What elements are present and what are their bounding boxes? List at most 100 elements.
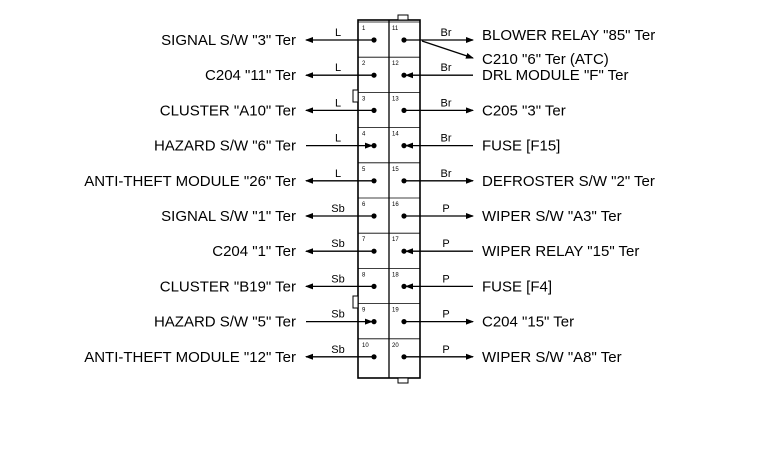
wire-color-code: L: [335, 27, 341, 39]
pin-number: 5: [362, 167, 366, 173]
destination-c204-15-ter: C204 "15" Ter: [482, 314, 574, 331]
destination-hazard-s-w-6-ter: HAZARD S/W "6" Ter: [154, 138, 296, 155]
pin-number: 14: [392, 132, 399, 138]
pin-number: 16: [392, 202, 399, 208]
wire-color-code: Br: [441, 97, 452, 109]
left-row-pin-7: 7 Sb C204 "1" Ter: [212, 232, 389, 260]
left-row-pin-8: 8 Sb CLUSTER "B19" Ter: [160, 267, 389, 295]
terminal-dot: [401, 37, 407, 43]
wire-color-code: Br: [441, 168, 452, 180]
terminal-dot: [371, 248, 377, 254]
terminal-dot: [371, 143, 377, 149]
destination-blower-relay-85-ter: BLOWER RELAY "85" Ter: [482, 27, 655, 44]
terminal-dot: [401, 143, 407, 149]
pin-number: 8: [362, 272, 366, 278]
pin-number: 2: [362, 61, 366, 67]
terminal-dot: [401, 72, 407, 78]
destination-wiper-relay-15-ter: WIPER RELAY "15" Ter: [482, 243, 639, 260]
wire-color-code: Sb: [331, 344, 344, 356]
destination-cluster-a10-ter: CLUSTER "A10" Ter: [160, 102, 296, 119]
terminal-dot: [401, 319, 407, 325]
pin-number: 10: [362, 343, 369, 349]
right-row-pin-15: 15 Br DEFROSTER S/W "2" Ter: [389, 162, 655, 190]
terminal-dot: [401, 354, 407, 360]
destination-signal-s-w-3-ter: SIGNAL S/W "3" Ter: [161, 32, 296, 49]
pin-number: 6: [362, 202, 366, 208]
left-row-pin-3: 3 L CLUSTER "A10" Ter: [160, 92, 389, 119]
pin-number: 3: [362, 96, 366, 102]
right-row-pin-16: 16 P WIPER S/W "A3" Ter: [389, 197, 622, 225]
wire-color-code: L: [335, 97, 341, 109]
terminal-dot: [401, 283, 407, 289]
destination-anti-theft-module-26-ter: ANTI-THEFT MODULE "26" Ter: [84, 173, 296, 190]
pin-number: 18: [392, 272, 399, 278]
terminal-dot: [371, 319, 377, 325]
wire-color-code: L: [335, 168, 341, 180]
pin-number: 15: [392, 167, 399, 173]
wire-color-code: L: [335, 62, 341, 74]
pin-number: 20: [392, 343, 399, 349]
wire-color-code: Br: [441, 27, 452, 39]
left-row-pin-6: 6 Sb SIGNAL S/W "1" Ter: [161, 197, 389, 225]
right-row-pin-18: 18 P FUSE [F4]: [389, 267, 552, 295]
destination-defroster-s-w-2-ter: DEFROSTER S/W "2" Ter: [482, 173, 655, 190]
destination-c205-3-ter: C205 "3" Ter: [482, 102, 566, 119]
pin-number: 1: [362, 26, 366, 32]
pin-number: 4: [362, 132, 366, 138]
pin-number: 19: [392, 308, 399, 314]
left-row-pin-2: 2 L C204 "11" Ter: [205, 56, 389, 84]
destination-anti-theft-module-12-ter: ANTI-THEFT MODULE "12" Ter: [84, 349, 296, 366]
destination-c204-1-ter: C204 "1" Ter: [212, 243, 296, 260]
wire-color-code: Sb: [331, 273, 344, 285]
wire-color-code: Sb: [331, 203, 344, 215]
terminal-dot: [371, 107, 377, 113]
wire-color-code: P: [442, 203, 449, 215]
wire-color-code: P: [442, 238, 449, 250]
terminal-dot: [371, 283, 377, 289]
wire-color-code: Sb: [331, 309, 344, 321]
terminal-dot: [371, 37, 377, 43]
wire-color-code: P: [442, 273, 449, 285]
terminal-dot: [401, 213, 407, 219]
destination-hazard-s-w-5-ter: HAZARD S/W "5" Ter: [154, 314, 296, 331]
terminal-dot: [371, 213, 377, 219]
c210-atc-label: C210 "6" Ter (ATC): [482, 51, 609, 68]
pin-number: 7: [362, 237, 366, 243]
left-row-pin-10: 10 Sb ANTI-THEFT MODULE "12" Ter: [84, 338, 389, 366]
wire-color-code: Sb: [331, 238, 344, 250]
terminal-dot: [401, 107, 407, 113]
pin-11-branch-wire: [421, 40, 474, 59]
wire-color-code: Br: [441, 62, 452, 74]
destination-wiper-s-w-a8-ter: WIPER S/W "A8" Ter: [482, 349, 622, 366]
right-row-pin-17: 17 P WIPER RELAY "15" Ter: [389, 232, 639, 260]
left-row-pin-9: 9 Sb HAZARD S/W "5" Ter: [154, 303, 389, 331]
destination-cluster-b19-ter: CLUSTER "B19" Ter: [160, 278, 296, 295]
terminal-dot: [371, 178, 377, 184]
pin-number: 9: [362, 308, 366, 314]
right-row-pin-12: 12 Br DRL MODULE "F" Ter: [389, 56, 629, 84]
wire-color-code: Br: [441, 133, 452, 145]
destination-drl-module-f-ter: DRL MODULE "F" Ter: [482, 67, 629, 84]
wire-color-code: L: [335, 133, 341, 145]
connector-body: [352, 14, 421, 384]
terminal-dot: [401, 248, 407, 254]
destination-fuse-f4: FUSE [F4]: [482, 278, 552, 295]
left-row-pin-5: 5 L ANTI-THEFT MODULE "26" Ter: [84, 162, 389, 190]
destination-signal-s-w-1-ter: SIGNAL S/W "1" Ter: [161, 208, 296, 225]
left-row-pin-4: 4 L HAZARD S/W "6" Ter: [154, 127, 389, 155]
destination-wiper-s-w-a3-ter: WIPER S/W "A3" Ter: [482, 208, 622, 225]
pin-number: 17: [392, 237, 399, 243]
terminal-dot: [371, 72, 377, 78]
pin-number: 12: [392, 61, 399, 67]
left-row-pin-1: 1 L SIGNAL S/W "3" Ter: [161, 21, 389, 49]
wire-color-code: P: [442, 309, 449, 321]
destination-fuse-f15: FUSE [F15]: [482, 138, 560, 155]
destination-c204-11-ter: C204 "11" Ter: [205, 67, 296, 84]
right-row-pin-19: 19 P C204 "15" Ter: [389, 303, 574, 331]
right-row-pin-14: 14 Br FUSE [F15]: [389, 127, 560, 155]
